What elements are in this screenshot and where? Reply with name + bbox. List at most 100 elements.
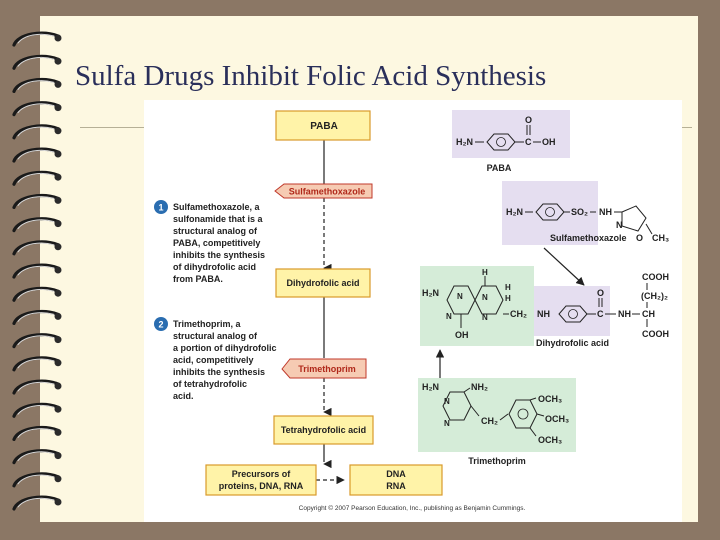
paba-structure: H₂N C O OH PABA: [452, 110, 570, 173]
note-1-number: 1: [158, 203, 163, 213]
dhf-n-label: N: [457, 292, 463, 301]
spiral-ring: [12, 101, 62, 117]
dihydrofolic-box-label: Dihydrofolic acid: [286, 278, 359, 288]
spiral-ring: [12, 379, 62, 395]
slide-title: Sulfa Drugs Inhibit Folic Acid Synthesis: [75, 60, 547, 92]
sulfamethoxazole-inhibitor-tag: Sulfamethoxazole: [274, 183, 373, 199]
dhf-cooh-top-label: COOH: [642, 272, 669, 282]
sulfa-ch3-label: CH₃: [652, 233, 669, 243]
note-1-line: structural analog of: [173, 226, 258, 236]
folic-acid-pathway-figure: PABA Sulfamethoxazole Dihydrofolic acid …: [144, 100, 682, 522]
precursors-line-2: proteins, DNA, RNA: [219, 481, 304, 491]
spiral-ring: [12, 240, 62, 256]
sulfa-bond: [645, 223, 653, 235]
tmp-och3-label-3: OCH₃: [538, 435, 562, 445]
tmp-bond: [529, 397, 537, 401]
tmp-ch2-label: CH₂: [481, 416, 498, 426]
dihydrofolic-acid-structure: H₂N N N N N H H H OH CH₂ NH C O NH: [420, 266, 669, 348]
precursors-box: Precursors of proteins, DNA, RNA: [205, 464, 317, 496]
sulfa-isoxazole-ring: [621, 205, 647, 232]
note-2-number: 2: [158, 320, 163, 330]
tetrahydrofolic-acid-box: Tetrahydrofolic acid: [273, 415, 374, 445]
dhf-nh-label: NH: [537, 309, 550, 319]
note-2-line: acid, competitively: [173, 355, 254, 365]
note-2: 2 Trimethoprim, a structural analog of a…: [154, 317, 277, 401]
copyright-notice: Copyright © 2007 Pearson Education, Inc.…: [299, 504, 526, 512]
dhf-ch2-label: CH₂: [510, 309, 527, 319]
dhf-ch-label: CH: [642, 309, 655, 319]
paba-o-label: O: [525, 115, 532, 125]
dhf-n-label-4: N: [482, 313, 488, 322]
spiral-ring: [12, 78, 62, 93]
sulfamethoxazole-structure: H₂N SO₂ NH N Sulfamethoxazole O CH₃: [502, 181, 669, 245]
trimethoprim-structure: H₂N N N NH₂ CH₂ OCH₃ OCH₃ OCH₃ Trimethop…: [418, 378, 576, 466]
note-2-line: acid.: [173, 391, 194, 401]
tmp-n-label-2: N: [444, 419, 450, 428]
paba-panel: [452, 110, 570, 158]
note-1: 1 Sulfamethoxazole, a sulfonamide that i…: [154, 200, 265, 284]
spiral-binding: [12, 31, 62, 511]
spiral-ring: [12, 263, 62, 279]
note-1-line: sulfonamide that is a: [173, 214, 264, 224]
sulfamethoxazole-tag-label: Sulfamethoxazole: [289, 187, 366, 197]
dhf-h-label-2: H: [505, 283, 511, 292]
spiral-ring: [12, 124, 62, 140]
note-2-line: a portion of dihydrofolic: [173, 343, 277, 353]
paba-box-label: PABA: [310, 121, 338, 132]
note-1-line: from PABA.: [173, 274, 223, 284]
dna-label: DNA: [386, 469, 406, 479]
note-1-line: inhibits the synthesis: [173, 250, 265, 260]
tmp-h2n-label: H₂N: [422, 382, 439, 392]
sulfa-o-label: O: [636, 233, 643, 243]
analog-arrow-sulfamethoxazole: [543, 247, 585, 286]
paba-c-label: C: [525, 137, 532, 147]
sulfa-nh-label: NH: [599, 207, 612, 217]
dna-rna-box: DNA RNA: [349, 464, 443, 496]
dihydrofolic-acid-box: Dihydrofolic acid: [275, 268, 371, 298]
tmp-bond: [470, 405, 480, 417]
note-1-badge: [154, 200, 168, 214]
spiral-ring: [12, 402, 62, 418]
spiral-ring: [12, 170, 62, 186]
dhf-cooh-bottom-label: COOH: [642, 329, 669, 339]
spiral-ring: [12, 449, 62, 465]
note-2-line: inhibits the synthesis: [173, 367, 265, 377]
paba-structure-name: PABA: [487, 163, 512, 173]
dhf-h2n-label: H₂N: [422, 288, 439, 298]
paba-benzene-ring: [486, 133, 516, 151]
tmp-och3-label-1: OCH₃: [538, 394, 562, 404]
tmp-och3-label-2: OCH₃: [545, 414, 569, 424]
paba-oh-label: OH: [542, 137, 556, 147]
spiral-ring: [12, 426, 62, 441]
spiral-ring: [12, 495, 62, 511]
tetrahydrofolic-box-label: Tetrahydrofolic acid: [281, 425, 366, 435]
dhf-benzene-ring: [558, 305, 588, 323]
precursors-line-1: Precursors of: [232, 469, 292, 479]
note-1-line: Sulfamethoxazole, a: [173, 202, 261, 212]
tmp-bond: [499, 413, 509, 421]
tmp-ring-circle: [517, 408, 529, 420]
spiral-ring: [12, 286, 62, 302]
dhf-o-label: O: [597, 288, 604, 298]
spiral-ring: [12, 333, 62, 349]
paba-box: PABA: [275, 110, 371, 141]
dhf-h-label: H: [482, 268, 488, 277]
spiral-ring: [12, 356, 62, 372]
note-2-line: Trimethoprim, a: [173, 319, 242, 329]
dhf-pyrazine-ring: [474, 285, 504, 315]
note-2-line: structural analog of: [173, 331, 258, 341]
dhf-structure-name: Dihydrofolic acid: [536, 338, 609, 348]
rna-label: RNA: [386, 481, 406, 491]
dhf-n-label-2: N: [446, 312, 452, 321]
dhf-ring-circle: [568, 309, 578, 319]
dhf-h-label-3: H: [505, 294, 511, 303]
dhf-oh-label: OH: [455, 330, 469, 340]
dhf-pyrimidine-ring: [446, 285, 476, 315]
spiral-ring: [12, 54, 62, 70]
sulfa-so2-label: SO₂: [571, 207, 588, 217]
dihydrofolic-paba-panel: [534, 286, 610, 336]
dhf-nh-label-2: NH: [618, 309, 631, 319]
trimethoprim-tag-label: Trimethoprim: [298, 364, 356, 374]
spiral-ring: [12, 147, 62, 163]
tmp-nh2-label: NH₂: [471, 382, 488, 392]
